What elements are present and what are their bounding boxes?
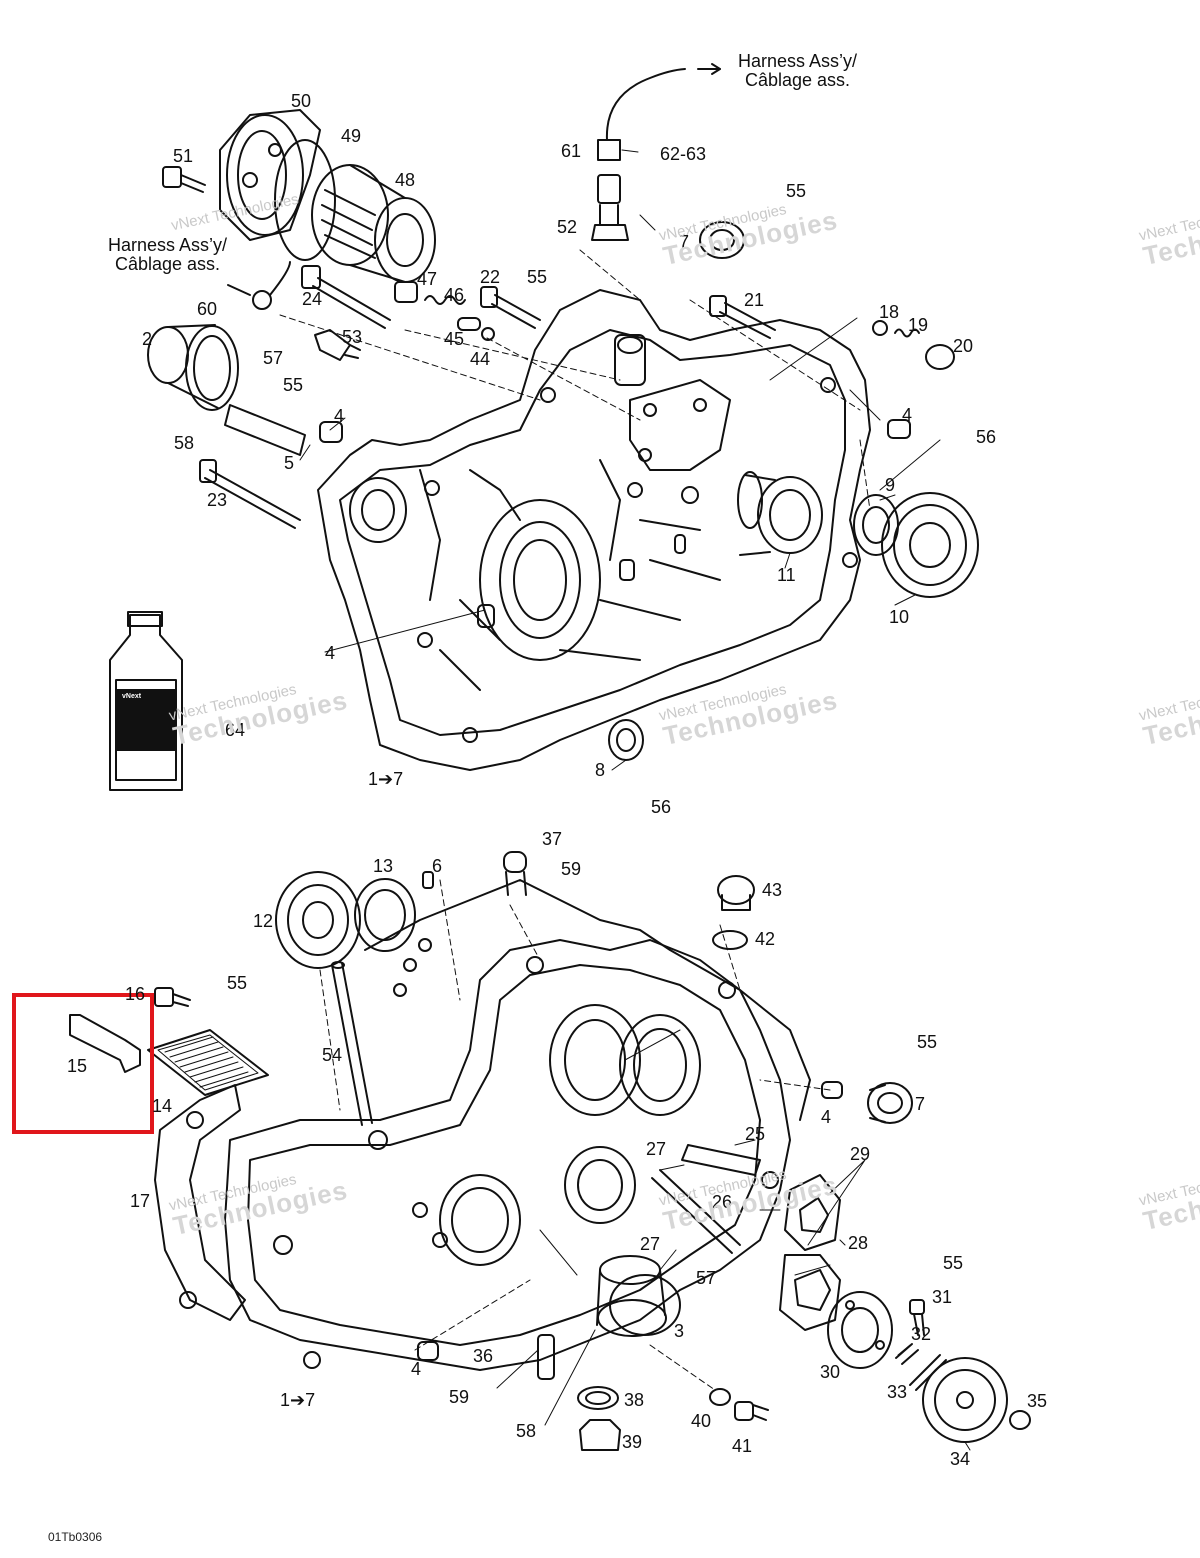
callout: 62-63: [660, 144, 707, 164]
callout: 35: [1027, 1391, 1048, 1411]
callout: 53: [342, 327, 363, 347]
callout: 11: [777, 565, 796, 585]
callout: 17: [130, 1191, 151, 1211]
callout: 61: [561, 141, 582, 161]
callout: 54: [322, 1045, 343, 1065]
lower-crankcase-outline: [224, 939, 791, 1371]
callout: 45: [444, 329, 465, 349]
callout: 57: [263, 348, 284, 368]
harness-line2: Câblage ass.: [114, 253, 221, 274]
callout: 30: [820, 1362, 841, 1382]
callout: 28: [848, 1233, 869, 1253]
callout: 32: [911, 1324, 932, 1344]
bottle-brand: vNext: [122, 693, 142, 700]
callout: 4: [411, 1359, 422, 1379]
callout: 27: [640, 1234, 661, 1254]
callout: 21: [744, 290, 765, 310]
callout: 37: [542, 829, 563, 849]
callout: 19: [908, 315, 929, 335]
drawing-code: 01Tb0306: [48, 1530, 103, 1544]
highlight-box: [12, 993, 154, 1134]
callout: 55: [917, 1032, 938, 1052]
callout: 40: [691, 1411, 712, 1431]
callout: 1➔7: [280, 1390, 316, 1410]
callout: 14: [152, 1096, 173, 1116]
callout: 3: [674, 1321, 685, 1341]
callout: 25: [745, 1124, 766, 1144]
harness-line2: Câblage ass.: [744, 69, 851, 90]
callout: 23: [207, 490, 228, 510]
callout: 1➔7: [368, 769, 404, 789]
callout: 51: [173, 146, 194, 166]
callout: 59: [561, 859, 582, 879]
callout: 58: [174, 433, 195, 453]
callout: 59: [449, 1387, 470, 1407]
callout: 57: [696, 1268, 717, 1288]
callout: 42: [755, 929, 776, 949]
callout: 55: [283, 375, 304, 395]
callout: 34: [950, 1449, 971, 1469]
callout: 24: [302, 289, 323, 309]
callout: 55: [943, 1253, 964, 1273]
callout: 47: [417, 269, 438, 289]
callout: 55: [786, 181, 807, 201]
upper-crankcase-outline: [317, 289, 871, 771]
callout: 10: [889, 607, 910, 627]
callout: 7: [679, 232, 690, 252]
callout: 52: [557, 217, 578, 237]
harness-label-left: Harness Ass’y/ Câblage ass.: [108, 236, 227, 274]
callout: 15: [67, 1056, 88, 1076]
callout: 13: [373, 856, 394, 876]
callout: 8: [595, 760, 606, 780]
callout: 58: [516, 1421, 537, 1441]
callout: 56: [651, 797, 672, 817]
callout: 55: [227, 973, 248, 993]
callout: 39: [622, 1432, 643, 1452]
callout: 7: [915, 1094, 926, 1114]
callout: 6: [432, 856, 443, 876]
callout: 38: [624, 1390, 645, 1410]
callout: 60: [197, 299, 218, 319]
callout: 18: [879, 302, 900, 322]
callout: 5: [284, 453, 295, 473]
callout: 4: [325, 643, 336, 663]
callout: 31: [932, 1287, 953, 1307]
callout: 2: [142, 329, 153, 349]
callout: 4: [334, 406, 345, 426]
callout: 12: [253, 911, 274, 931]
callout: 9: [885, 475, 896, 495]
callout: 4: [821, 1107, 832, 1127]
callout: 16: [125, 984, 146, 1004]
callout: 41: [732, 1436, 753, 1456]
callout: 46: [444, 285, 465, 305]
callout: 36: [473, 1346, 494, 1366]
callout: 33: [887, 1382, 908, 1402]
callout: 22: [480, 267, 501, 287]
harness-line1: Harness Ass’y/: [108, 235, 228, 255]
callout: 56: [976, 427, 997, 447]
callout: 4: [902, 405, 913, 425]
callout: 44: [470, 349, 491, 369]
callout: 20: [953, 336, 974, 356]
callout: 64: [225, 720, 246, 740]
callout: 55: [527, 267, 548, 287]
callout: 48: [395, 170, 416, 190]
callout: 26: [712, 1192, 733, 1212]
harness-line1: Harness Ass’y/: [738, 51, 858, 71]
callout: 29: [850, 1144, 871, 1164]
callout: 43: [762, 880, 783, 900]
callout: 49: [341, 126, 362, 146]
harness-label-top: Harness Ass’y/ Câblage ass.: [738, 52, 857, 90]
callout: 27: [646, 1139, 667, 1159]
callout: 50: [291, 91, 312, 111]
